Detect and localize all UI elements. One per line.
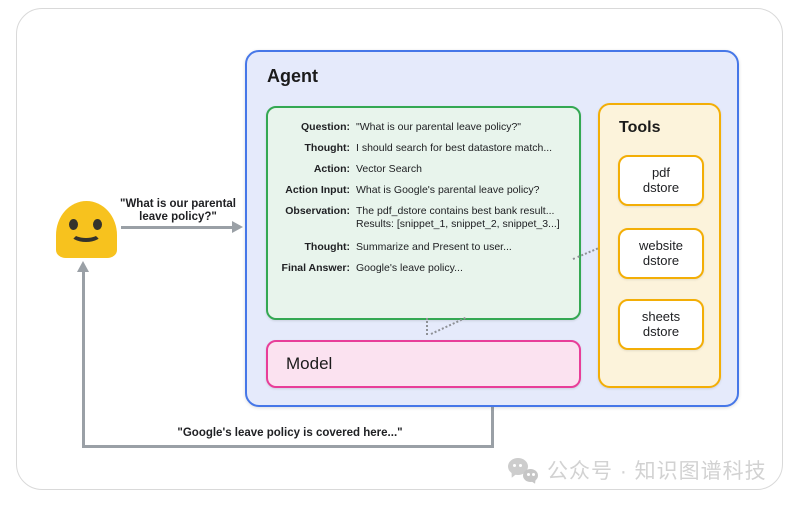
trace-row-action: Action: Vector Search bbox=[268, 163, 573, 176]
user-request-text: "What is our parental leave policy?" bbox=[110, 198, 246, 223]
trace-row-action-input: Action Input: What is Google's parental … bbox=[268, 184, 573, 197]
agent-response-text: "Google's leave policy is covered here..… bbox=[177, 427, 403, 439]
trace-label: Observation: bbox=[285, 205, 350, 217]
agent-trace-box: Question: "What is our parental leave po… bbox=[266, 106, 581, 320]
return-arrowhead-icon bbox=[77, 261, 89, 272]
trace-row-observation: Observation: The pdf_dstore contains bes… bbox=[268, 205, 573, 231]
tool-label-line1: website bbox=[638, 238, 684, 253]
tool-label-line2: dstore bbox=[642, 323, 680, 339]
return-line-to-user bbox=[82, 272, 85, 446]
trace-row-question: Question: "What is our parental leave po… bbox=[268, 121, 573, 134]
watermark-text: 公众号 · 知识图谱科技 bbox=[547, 460, 767, 483]
trace-label: Action Input: bbox=[285, 184, 350, 196]
trace-row-thought-2: Thought: Summarize and Present to user..… bbox=[268, 241, 573, 254]
trace-label: Thought: bbox=[304, 142, 350, 154]
trace-value: Google's leave policy... bbox=[356, 262, 463, 274]
trace-value-line2: Results: [snippet_1, snippet_2, snippet_… bbox=[356, 218, 560, 230]
watermark: 公众号 · 知识图谱科技 bbox=[508, 455, 767, 485]
tool-sheets-dstore: sheets dstore bbox=[618, 299, 704, 350]
request-arrow-line bbox=[121, 226, 233, 229]
smiley-left-eye bbox=[69, 219, 78, 230]
user-request-line1: "What is our parental bbox=[120, 198, 236, 210]
trace-value: I should search for best datastore match… bbox=[356, 142, 553, 154]
return-line-from-agent bbox=[491, 407, 494, 446]
tool-label-line2: dstore bbox=[642, 179, 680, 195]
trace-row-thought-1: Thought: I should search for best datast… bbox=[268, 142, 573, 155]
trace-label: Action: bbox=[313, 163, 350, 175]
tools-container: Tools pdf dstore website dstore sheets d… bbox=[598, 103, 721, 388]
trace-value: The pdf_dstore contains best bank result… bbox=[356, 205, 560, 231]
tool-website-dstore: website dstore bbox=[618, 228, 704, 279]
trace-value: What is Google's parental leave policy? bbox=[356, 184, 540, 196]
tool-label-line2: dstore bbox=[642, 252, 680, 268]
trace-label: Question: bbox=[301, 121, 350, 133]
tools-title: Tools bbox=[619, 119, 661, 136]
return-line-horizontal bbox=[82, 445, 494, 448]
agent-title: Agent bbox=[267, 66, 318, 86]
smiley-right-eye bbox=[93, 219, 102, 230]
connector-trace-to-model-vertical bbox=[426, 318, 428, 335]
trace-value: "What is our parental leave policy?" bbox=[356, 121, 522, 133]
trace-label: Thought: bbox=[304, 241, 350, 253]
model-title: Model bbox=[286, 354, 333, 373]
smiley-mouth bbox=[70, 225, 102, 242]
trace-label: Final Answer: bbox=[281, 262, 350, 274]
trace-value-line1: The pdf_dstore contains best bank result… bbox=[356, 205, 555, 217]
tool-label-line1: pdf bbox=[651, 165, 671, 180]
wechat-icon bbox=[508, 457, 538, 483]
trace-row-final-answer: Final Answer: Google's leave policy... bbox=[268, 262, 573, 275]
trace-value: Summarize and Present to user... bbox=[356, 241, 512, 253]
trace-value: Vector Search bbox=[356, 163, 422, 175]
tool-pdf-dstore: pdf dstore bbox=[618, 155, 704, 206]
tool-label-line1: sheets bbox=[641, 309, 681, 324]
user-smiley-icon bbox=[56, 201, 117, 258]
user-request-line2: leave policy?" bbox=[139, 210, 217, 223]
request-arrowhead-icon bbox=[232, 221, 243, 233]
model-box: Model bbox=[266, 340, 581, 388]
